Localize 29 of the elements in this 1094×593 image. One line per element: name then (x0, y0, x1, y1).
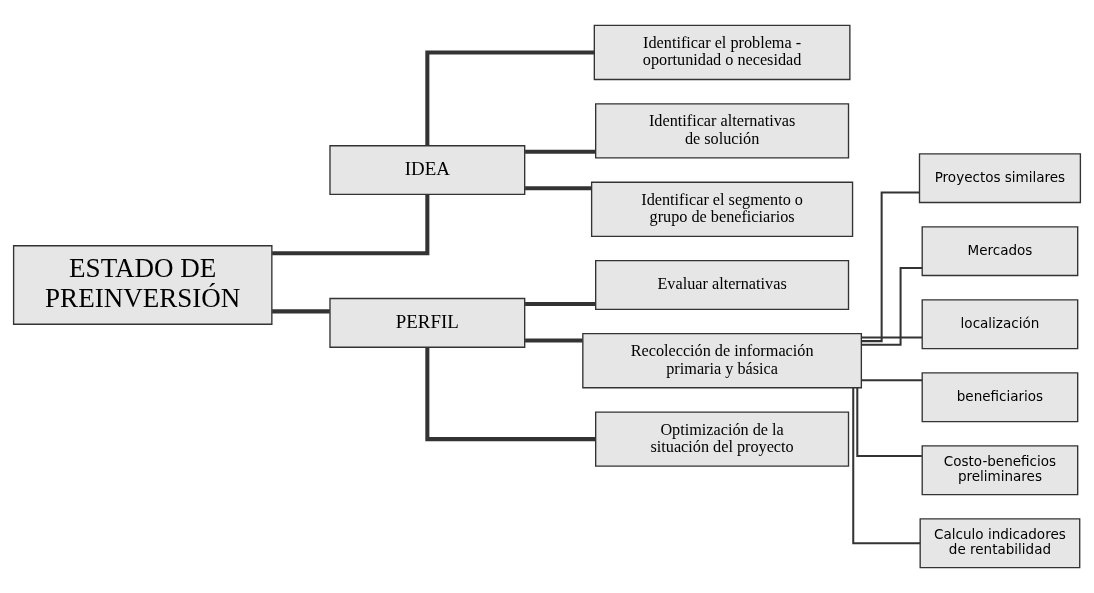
node-box: Recolección de información primaria y básica (582, 333, 863, 389)
node-box: ESTADO DE PREINVERSIÓN (12, 245, 273, 325)
node-box: Identificar el problema - oportunidad o necesidad (593, 24, 851, 81)
connector (861, 336, 923, 339)
connector (272, 194, 430, 256)
node-box: Optimización de la situación del proyecto (595, 411, 850, 467)
connector (525, 149, 596, 154)
connector (525, 338, 583, 343)
node-box: Mercados (921, 226, 1079, 277)
node-box: localización (921, 299, 1079, 350)
connector (852, 388, 921, 545)
connector (425, 347, 596, 442)
node-box: Proyectos similares (918, 153, 1082, 204)
node-box: Calculo indicadores de rentabilidad (919, 518, 1081, 569)
node-box: Identificar alternativas de solución (595, 103, 850, 159)
node-box: PERFIL (329, 297, 526, 348)
connector (856, 387, 922, 458)
connector (861, 191, 920, 343)
node-box: Costo-beneficios preliminares (921, 445, 1079, 496)
connector (861, 267, 923, 346)
node-box: Evaluar alternativas (595, 260, 850, 310)
connector (525, 186, 592, 191)
connector (272, 309, 330, 314)
connector (861, 379, 923, 382)
node-box: IDEA (329, 145, 526, 196)
connector (525, 301, 596, 306)
node-box: beneficiarios (921, 372, 1079, 423)
connector (425, 50, 595, 146)
node-box: Identificar el segmento o grupo de beneficiarios (590, 181, 854, 237)
